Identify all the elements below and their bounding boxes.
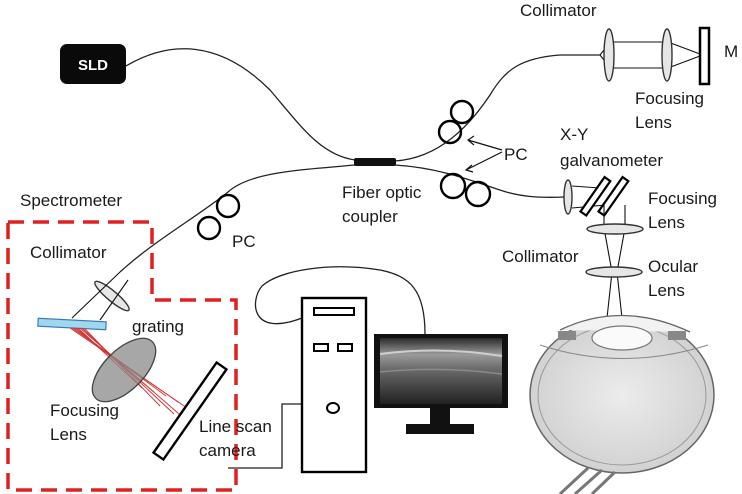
pc-right-label: PC <box>504 145 528 164</box>
polarization-controller-spectrometer <box>196 193 241 241</box>
sld-label: SLD <box>78 57 108 74</box>
camera-label-2: camera <box>199 441 256 460</box>
spectrometer-collimator-label: Collimator <box>30 243 107 262</box>
spectrometer-focusing-lens <box>91 337 157 403</box>
pc-left-label: PC <box>232 232 256 251</box>
diffraction-grating <box>37 317 107 331</box>
focusing-lens-sample-label-1: Focusing <box>648 189 717 208</box>
spectrometer-focusing-lens-label-2: Lens <box>50 425 87 444</box>
focusing-lens-reference <box>661 28 673 82</box>
grating-label: grating <box>132 317 184 336</box>
mirror-label: M <box>724 42 738 61</box>
galvo-mirror-y <box>596 175 630 218</box>
reference-beam <box>599 41 701 69</box>
collimator-reference-lens <box>603 28 615 82</box>
collimator-sample-lens <box>563 179 573 215</box>
galvo-label-1: X-Y <box>560 125 588 144</box>
computer-tower <box>300 296 368 474</box>
coupler-label-2: coupler <box>342 207 398 226</box>
spectrometer-boundary <box>6 220 238 492</box>
collimator-top-label: Collimator <box>520 1 597 20</box>
eye-illustration <box>529 314 715 494</box>
coupler-label-1: Fiber optic <box>342 183 422 202</box>
galvo-mirror-x <box>578 175 612 218</box>
camera-cable <box>228 403 302 469</box>
fiber-coupler-reference <box>394 54 600 162</box>
ocular-lens <box>585 266 643 278</box>
spectrometer-beam <box>71 271 129 321</box>
ocular-lens-label-2: Lens <box>648 281 685 300</box>
polarization-controller-reference <box>437 99 475 145</box>
fiber-optic-coupler <box>354 158 396 166</box>
line-scan-camera <box>151 360 229 462</box>
monitor <box>374 334 508 434</box>
fiber-sld-coupler <box>125 48 356 161</box>
collimator-sample-label: Collimator <box>502 247 579 266</box>
focusing-lens-reference-label-1: Focusing <box>635 89 704 108</box>
tower-cable <box>254 266 426 335</box>
sld-source <box>60 44 126 84</box>
ocular-lens-label-1: Ocular <box>648 257 698 276</box>
focusing-lens-sample-label-2: Lens <box>648 213 685 232</box>
spectrometer-label: Spectrometer <box>20 191 122 210</box>
fiber-coupler-sample <box>394 164 566 198</box>
reference-mirror <box>698 26 711 86</box>
pc-pointer-arrows <box>464 135 503 173</box>
focusing-lens-sample <box>586 223 644 235</box>
focusing-lens-reference-label-2: Lens <box>635 113 672 132</box>
spectrometer-collimator-lens <box>94 280 130 312</box>
spectrometer-focusing-lens-label-1: Focusing <box>50 401 119 420</box>
polarization-controller-sample <box>439 172 492 208</box>
galvo-label-2: galvanometer <box>560 151 663 170</box>
camera-label-1: Line scan <box>199 417 272 436</box>
fiber-coupler-spectrometer <box>119 164 356 273</box>
